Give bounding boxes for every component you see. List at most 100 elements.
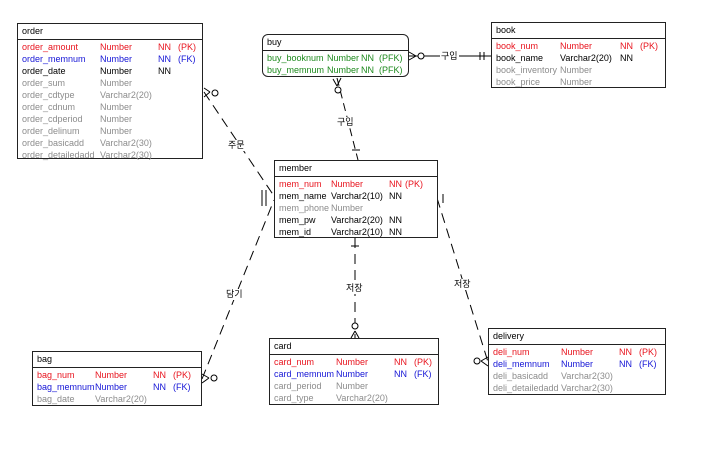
entity-title: book (492, 23, 665, 39)
attribute-nn: NN (394, 357, 407, 367)
attribute-name: book_num (496, 41, 539, 51)
attribute-key: (PFK) (379, 53, 403, 63)
attribute-key: (FK) (173, 382, 191, 392)
attribute-name: deli_num (493, 347, 530, 357)
attribute-type: Number (331, 203, 364, 213)
attribute-nn (620, 76, 640, 88)
attribute-nn (153, 393, 173, 405)
attribute-name: bag_num (37, 370, 75, 380)
attribute-type: Number (336, 357, 369, 367)
attribute-key: (PK) (414, 357, 432, 367)
attribute-key (639, 370, 665, 382)
attribute-type: Varchar2(10) (331, 227, 383, 237)
label-bag-member: 담기 (225, 289, 244, 300)
attribute-nn: NN (389, 191, 402, 201)
attribute-name: mem_id (279, 227, 312, 237)
attribute-key (178, 125, 206, 137)
attribute-key (640, 52, 666, 64)
attribute-nn: NN (389, 179, 402, 189)
attribute-name: card_type (274, 393, 314, 403)
attribute-nn (158, 137, 178, 149)
attribute-nn (158, 113, 178, 125)
attribute-name: order_detailedadd (22, 150, 95, 160)
attribute-key (405, 226, 437, 238)
attribute-type: Varchar2(20) (560, 53, 612, 63)
attribute-nn: NN (619, 359, 632, 369)
entity-title: buy (263, 35, 408, 51)
attribute-key (178, 65, 206, 77)
attribute-type: Number (327, 65, 360, 75)
attribute-key (405, 202, 437, 214)
attribute-key: (PFK) (379, 65, 403, 75)
entity-title: delivery (489, 329, 665, 345)
attribute-type: Number (100, 66, 133, 76)
attribute-key (640, 64, 666, 76)
attribute-key: (FK) (639, 359, 657, 369)
attribute-name: order_cdtype (22, 90, 75, 100)
attribute-type: Number (100, 42, 133, 52)
attribute-row[interactable]: order_cdtype Varchar2(20) (22, 89, 200, 101)
attribute-nn (620, 64, 640, 76)
attribute-name: mem_pw (279, 215, 316, 225)
attribute-type: Varchar2(20) (100, 90, 152, 100)
attribute-nn (394, 392, 414, 404)
attribute-type: Number (560, 77, 593, 87)
attribute-type: Number (561, 347, 594, 357)
attribute-key: (PK) (405, 179, 423, 189)
attribute-key (178, 89, 206, 101)
attribute-key (414, 380, 440, 392)
attribute-nn: NN (153, 370, 166, 380)
attribute-key: (FK) (178, 54, 196, 64)
attribute-name: order_date (22, 66, 66, 76)
attribute-name: order_cdnum (22, 102, 76, 112)
attribute-nn: NN (389, 215, 402, 225)
attribute-name: order_sum (22, 78, 66, 88)
attribute-nn (619, 370, 639, 382)
attribute-nn: NN (153, 382, 166, 392)
attribute-name: bag_memnum (37, 382, 95, 392)
